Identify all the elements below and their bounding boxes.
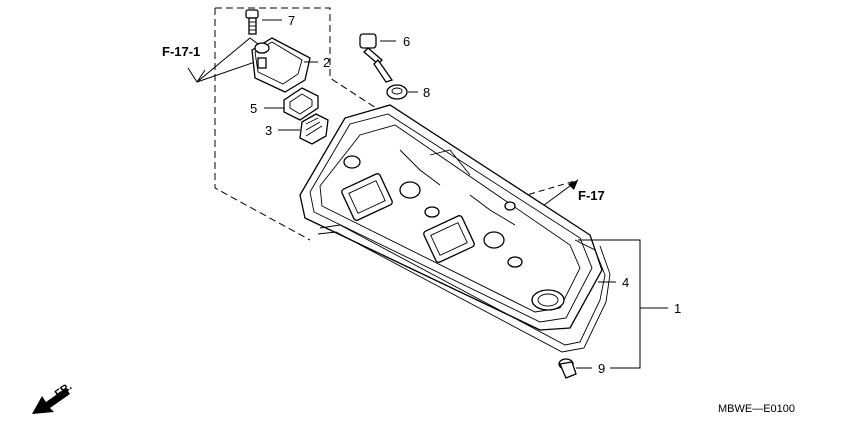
callout-7[interactable]: 7 — [288, 13, 295, 28]
ref-f17-label[interactable]: F-17 — [578, 188, 605, 203]
callout-4[interactable]: 4 — [622, 275, 629, 290]
leader-lines — [262, 19, 668, 369]
cap-5[interactable] — [283, 87, 319, 121]
callout-2[interactable]: 2 — [323, 55, 330, 70]
cylinder-head-cover[interactable] — [299, 104, 603, 331]
callout-8[interactable]: 8 — [423, 85, 430, 100]
callout-6[interactable]: 6 — [403, 34, 410, 49]
washer-8[interactable] — [386, 84, 408, 100]
grommet-3[interactable] — [299, 113, 329, 145]
ignition-coil-2[interactable] — [251, 37, 311, 93]
gasket-4[interactable] — [317, 224, 611, 353]
front-direction-arrow-icon — [32, 388, 70, 414]
bolt-7[interactable] — [245, 9, 259, 35]
callout-9[interactable]: 9 — [598, 361, 605, 376]
callout-3[interactable]: 3 — [265, 123, 272, 138]
diagram-code: MBWE—E0100 — [718, 403, 795, 415]
dowel-9[interactable] — [558, 358, 577, 379]
callout-5[interactable]: 5 — [250, 101, 257, 116]
ref-f17-1-label[interactable]: F-17-1 — [162, 44, 200, 59]
bolt-6[interactable] — [359, 33, 394, 83]
callout-1[interactable]: 1 — [674, 301, 681, 316]
